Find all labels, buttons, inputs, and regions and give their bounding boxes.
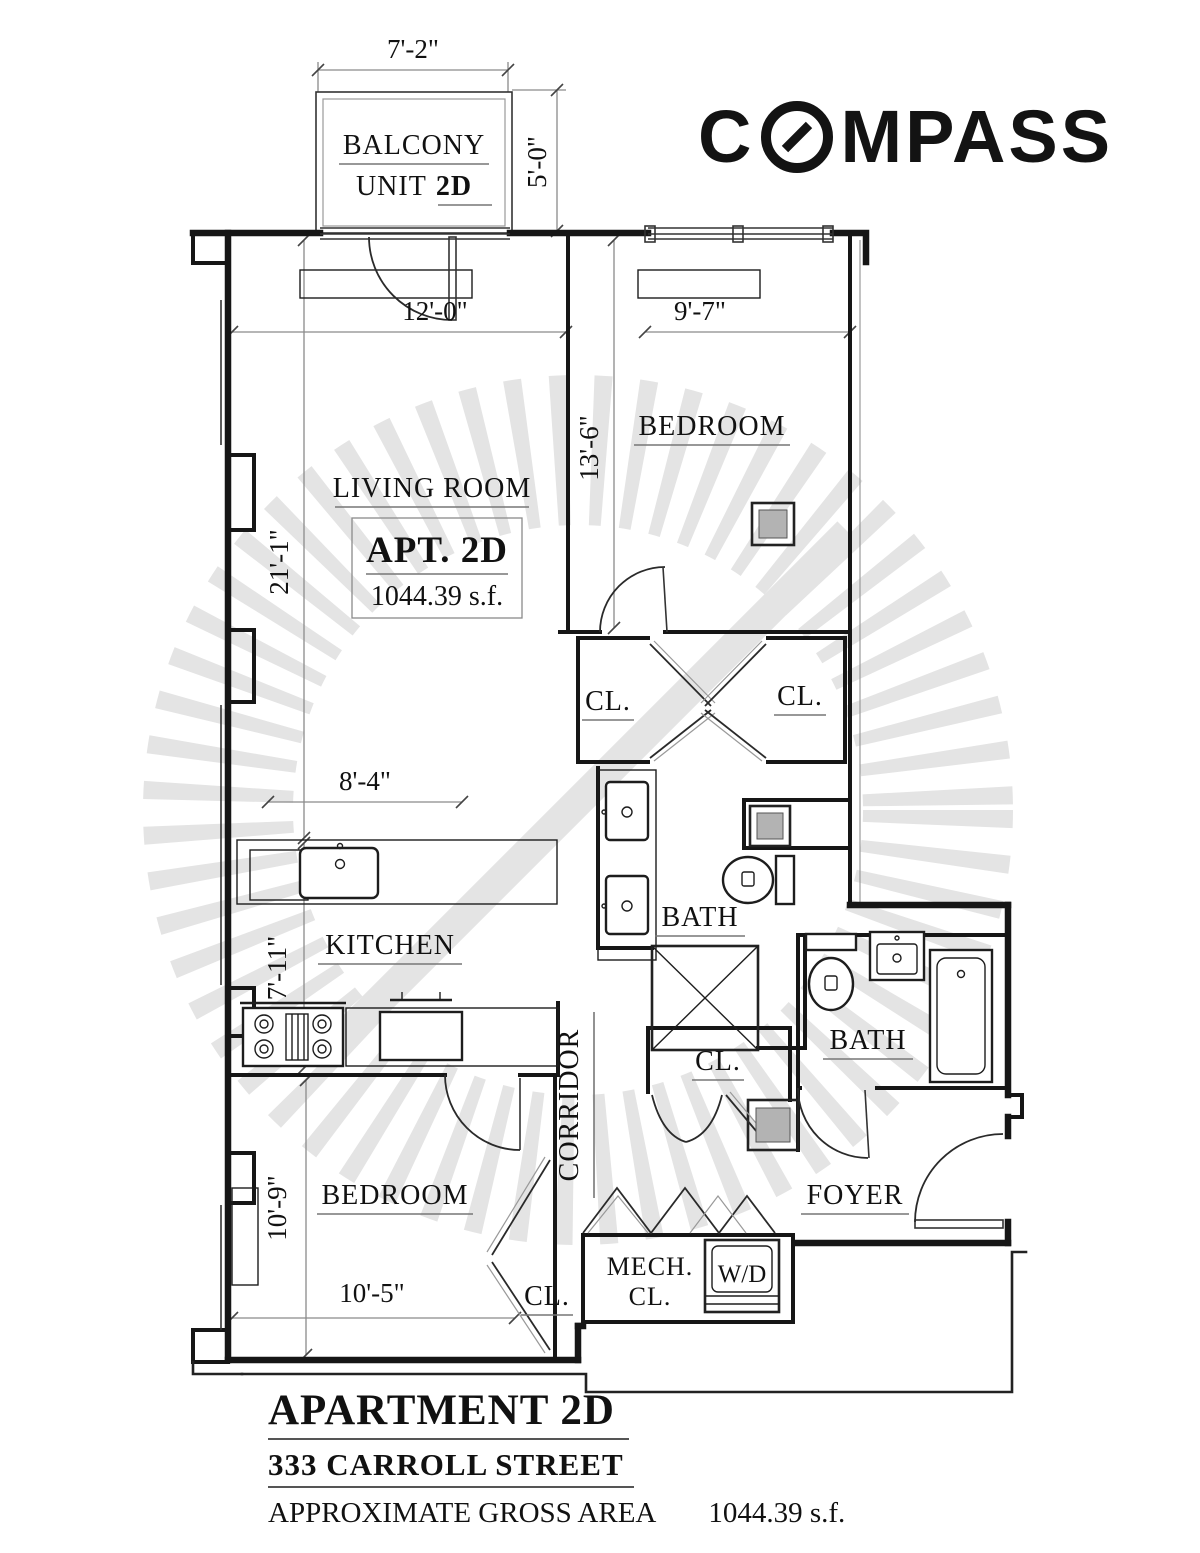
closet2-label: CL. <box>777 681 823 712</box>
dim-balcony-depth: 5'-0" <box>522 136 552 188</box>
apt-number-label: APT. 2D <box>366 530 508 571</box>
fixtures <box>236 501 994 1314</box>
dim-living-length: 21'-1" <box>264 529 294 594</box>
bath1-vanity <box>597 769 657 961</box>
compass-o-icon <box>761 101 834 173</box>
dimension-labels: 7'-2" 5'-0" 12'-0" 9'-7" 13'-6" 21'-1" 8… <box>262 34 726 1308</box>
range-stove <box>240 1001 346 1068</box>
closet3-label: CL. <box>695 1046 741 1077</box>
bath2-sink <box>868 930 926 982</box>
dim-bedroom2-depth: 10'-9" <box>262 1175 292 1240</box>
bath1-label: BATH <box>661 902 738 933</box>
balcony-outline <box>315 91 513 234</box>
kitchen-label: KITCHEN <box>325 930 455 961</box>
washer-dryer-label: W/D <box>718 1261 767 1288</box>
bath2-label: BATH <box>829 1025 906 1056</box>
kitchen-counter <box>345 1007 559 1067</box>
apt-area-label: 1044.39 s.f. <box>371 581 503 612</box>
bathtub <box>928 948 994 1084</box>
watermark-ring <box>143 375 1013 1245</box>
exterior-walls <box>189 229 1028 1394</box>
kitchen-sink <box>298 846 380 900</box>
doors <box>368 236 1004 1354</box>
title-block: APARTMENT 2D 333 CARROLL STREET APPROXIM… <box>268 1386 845 1530</box>
gross-area-line: APPROXIMATE GROSS AREA 1044.39 s.f. <box>268 1497 845 1530</box>
bath2-toilet <box>804 932 858 1012</box>
dim-living-width: 12'-0" <box>402 296 467 326</box>
foyer-label: FOYER <box>807 1180 904 1211</box>
dim-balcony-width: 7'-2" <box>387 34 439 64</box>
kitchen-island <box>236 839 558 905</box>
compass-logo: C MPASS <box>698 100 1113 174</box>
living-room-label: LIVING ROOM <box>333 473 531 504</box>
address-title: 333 CARROLL STREET <box>268 1447 634 1488</box>
dim-bedroom2-width: 10'-5" <box>339 1278 404 1308</box>
apartment-title: APARTMENT 2D <box>268 1386 629 1440</box>
dim-island: 8'-4" <box>339 766 391 796</box>
dim-bedroom1-width: 9'-7" <box>674 296 726 326</box>
logo-text-c: C <box>698 95 755 178</box>
washer-dryer <box>703 1238 781 1314</box>
dim-kitchen-depth: 7'-11" <box>262 936 292 1000</box>
gross-area-label: APPROXIMATE GROSS AREA <box>268 1497 657 1529</box>
shaft-boxes <box>748 501 796 1143</box>
shower-stall <box>650 944 760 1052</box>
mech-closet-label-line1: MECH. <box>607 1252 694 1281</box>
closet1-label: CL. <box>585 686 631 717</box>
corridor-label: CORRIDOR <box>554 1029 585 1182</box>
gross-area-value: 1044.39 s.f. <box>708 1497 846 1529</box>
windows <box>220 225 834 1330</box>
closet4-label: CL. <box>524 1281 570 1312</box>
balcony-label: BALCONY <box>343 130 485 161</box>
dim-bedroom1-depth: 13'-6" <box>574 415 604 480</box>
bedroom2-label: BEDROOM <box>321 1180 468 1211</box>
compass-slash-icon <box>782 121 813 153</box>
bath1-toilet <box>721 854 796 906</box>
bedroom1-label: BEDROOM <box>638 411 785 442</box>
kitchen-sink-2 <box>378 1010 464 1062</box>
logo-text-mpass: MPASS <box>840 95 1114 178</box>
mech-closet-label-line2: CL. <box>629 1282 672 1311</box>
